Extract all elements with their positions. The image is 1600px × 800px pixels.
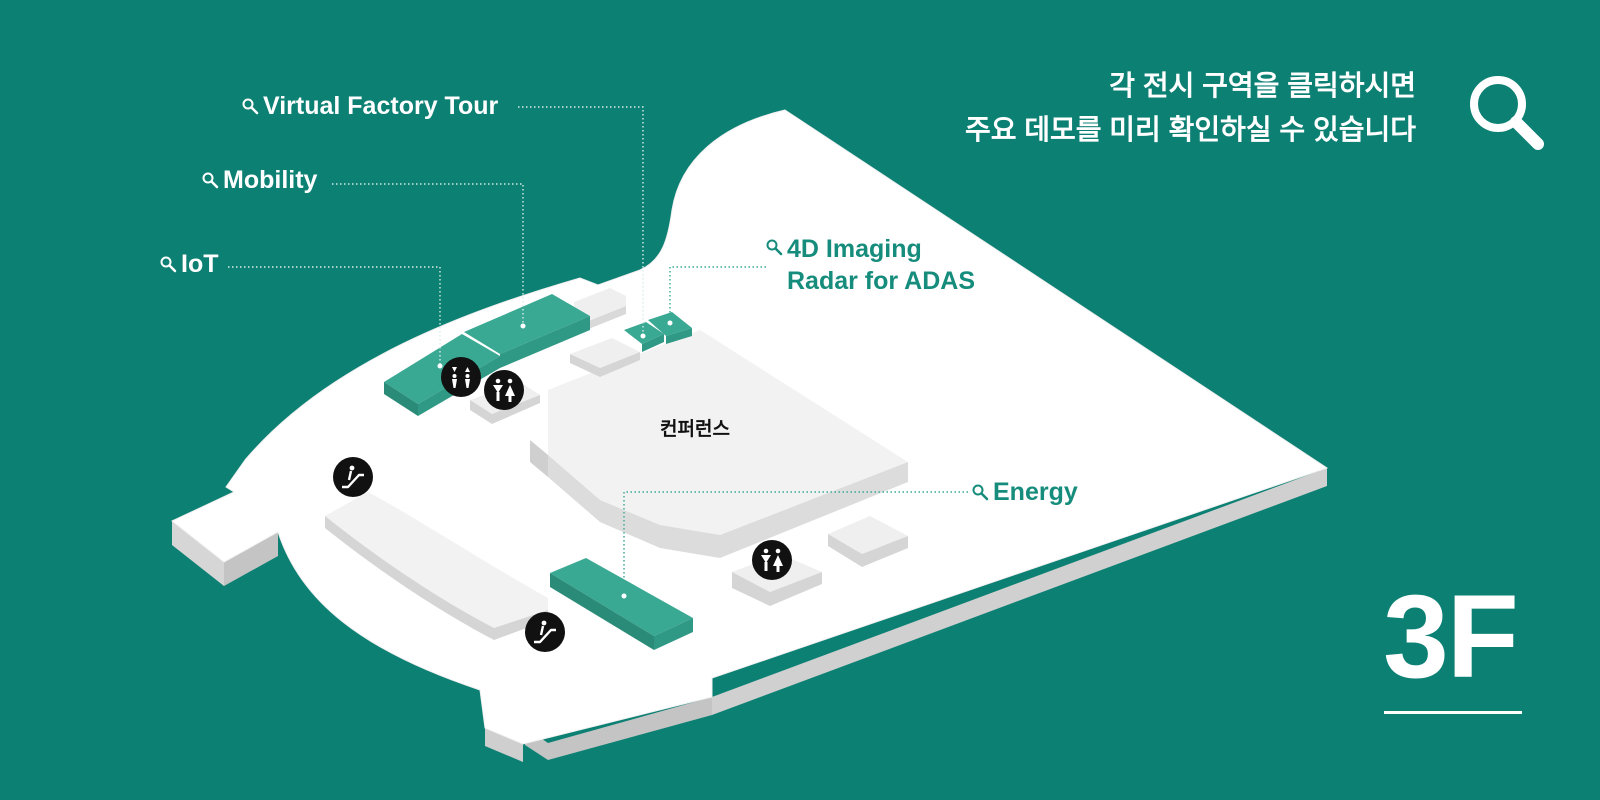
instruction-line-2: 주요 데모를 미리 확인하실 수 있습니다 <box>964 114 1416 145</box>
service-room-a <box>570 338 640 368</box>
virtual-factory-tour-label: Virtual Factory Tour <box>263 92 499 120</box>
magnifier-icon <box>242 98 259 115</box>
instruction-line-1: 각 전시 구역을 클릭하시면 <box>1109 70 1416 101</box>
escalator-icon <box>525 612 565 652</box>
leader-dot-virtual-factory <box>640 333 646 339</box>
zone-energy[interactable] <box>550 558 693 650</box>
radar-label-line1: 4D Imaging <box>787 235 922 263</box>
leader-dot-iot <box>437 363 443 369</box>
restroom-icon <box>752 540 792 580</box>
building-wall-west-b <box>224 532 278 586</box>
north-wall-block <box>574 288 626 322</box>
leader-virtual-factory <box>518 106 644 336</box>
escalator-icon <box>333 457 373 497</box>
instruction-text: 각 전시 구역을 클릭하시면 주요 데모를 미리 확인하실 수 있습니다 <box>965 64 1416 152</box>
leader-radar <box>669 266 766 323</box>
iot-label: IoT <box>181 250 219 278</box>
leader-mobility <box>332 183 524 326</box>
radar-link[interactable]: 4D Imaging Radar for ADAS <box>766 233 975 297</box>
leader-lines <box>228 106 644 366</box>
magnifier-icon <box>160 256 177 273</box>
mobility-label: Mobility <box>223 166 318 194</box>
zone-mobility[interactable] <box>464 294 590 368</box>
building-wall-front-lower <box>525 697 712 760</box>
energy-link[interactable]: Energy <box>972 478 1078 507</box>
iot-link[interactable]: IoT <box>160 250 219 279</box>
lounge-block <box>325 492 548 628</box>
building-wall-front-left <box>485 728 523 762</box>
conference-room-wall <box>548 455 908 558</box>
leader-dot-radar <box>667 320 673 326</box>
magnifier-icon <box>766 239 783 256</box>
service-room-a-wall <box>570 352 640 377</box>
conference-room-wall-corner <box>530 440 548 477</box>
search-icon <box>1470 76 1544 150</box>
virtual-factory-tour-link[interactable]: Virtual Factory Tour <box>242 92 498 121</box>
leader-dots <box>437 320 673 599</box>
building-wall-west <box>172 521 224 586</box>
elevator-icon <box>441 357 481 397</box>
leader-iot <box>228 266 441 366</box>
floor-underline <box>1384 711 1522 714</box>
leader-energy <box>623 491 968 596</box>
energy-label: Energy <box>993 478 1078 506</box>
mobility-link[interactable]: Mobility <box>202 166 317 195</box>
north-wall-side <box>586 306 626 330</box>
magnifier-icon <box>972 484 989 501</box>
service-room-c <box>828 516 908 554</box>
building-wall-front <box>712 468 1327 715</box>
conference-room-label: 컨퍼런스 <box>660 418 730 440</box>
magnifier-icon <box>202 172 219 189</box>
floor-label: 3F <box>1383 571 1519 703</box>
conference-room-top <box>548 330 908 535</box>
leader-dot-mobility <box>520 323 526 329</box>
leader-dot-energy <box>621 593 627 599</box>
service-room-d-wall <box>732 572 822 606</box>
radar-label-line2: Radar for ADAS <box>787 267 975 295</box>
restroom-icon <box>484 370 524 410</box>
zone-virtual-factory[interactable] <box>624 322 664 352</box>
service-room-c-wall <box>828 534 908 567</box>
